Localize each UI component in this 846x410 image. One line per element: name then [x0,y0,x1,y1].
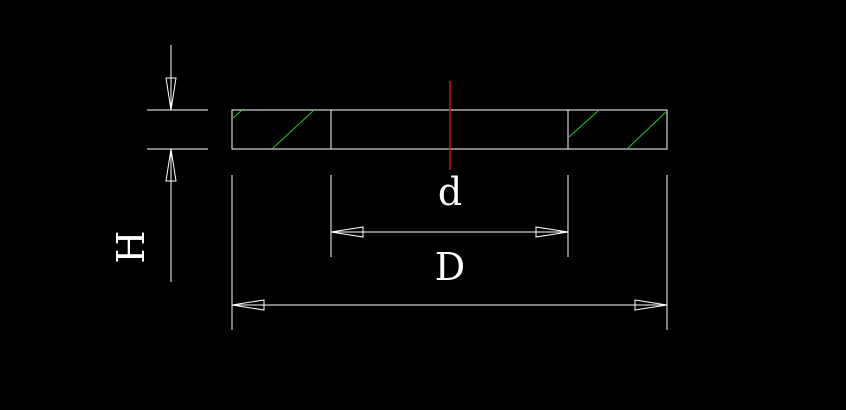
inner-diameter-label: d [438,170,462,214]
hatch-line [272,110,314,149]
height-arrow-lower [165,148,177,182]
inner-diameter-arrow-right [535,226,569,238]
outer-diameter-label: D [435,245,465,289]
outer-diameter-arrow-right [634,299,668,311]
section-hatching [232,110,667,149]
inner-diameter-arrow-left [330,226,364,238]
hatch-line [568,110,599,138]
outer-diameter-arrow-left [231,299,265,311]
hatch-line [627,111,667,149]
inner-diameter-dimension [330,226,569,238]
hatch-line [232,110,242,119]
outer-diameter-dimension [231,299,668,311]
height-arrow-upper [165,77,177,111]
extension-lines [147,109,668,330]
height-dimension [165,45,177,282]
height-label: H [109,230,153,263]
